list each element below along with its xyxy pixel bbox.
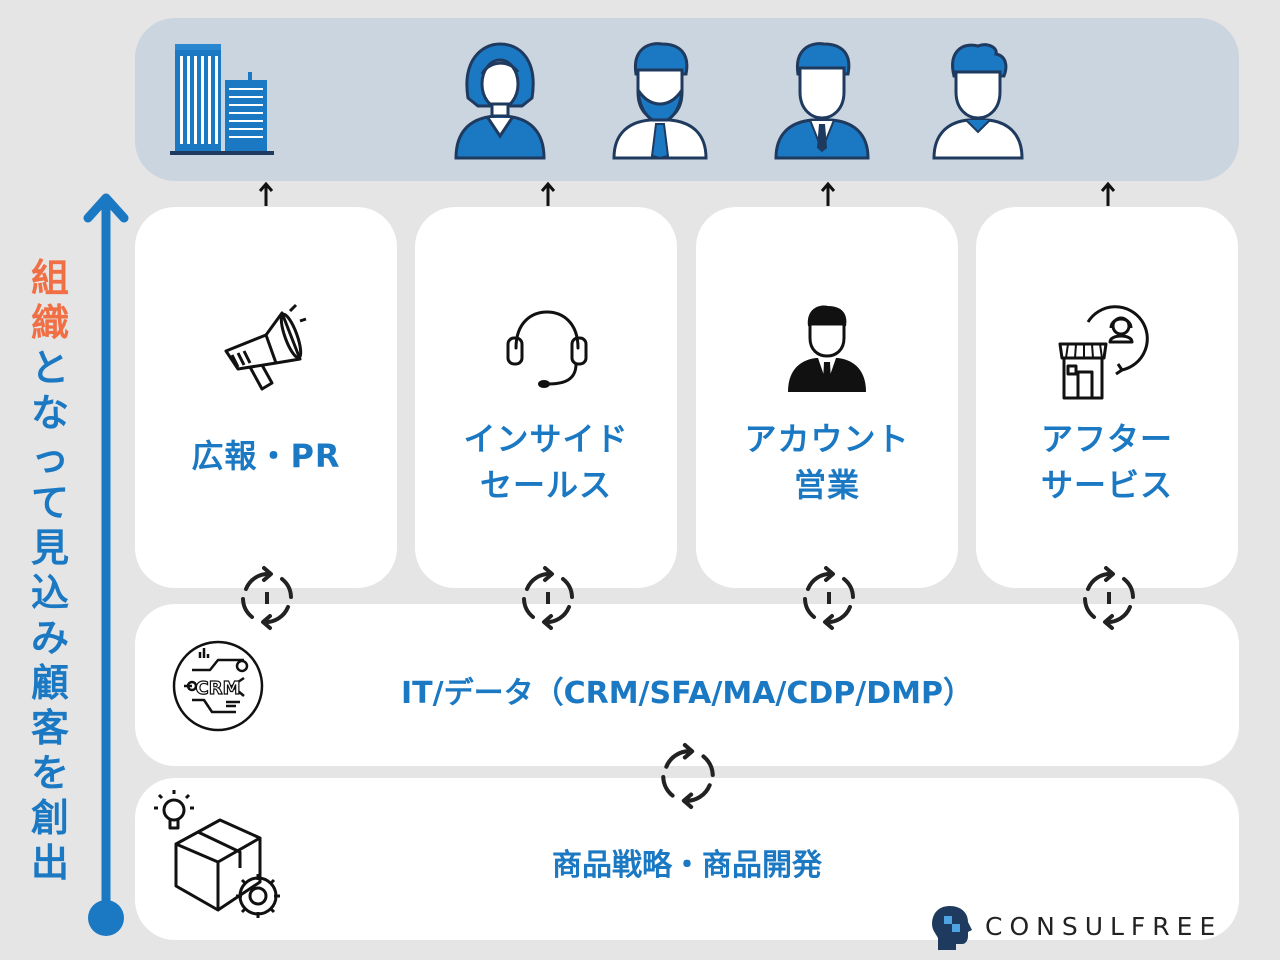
up-arrow-icon (1100, 181, 1116, 206)
headset-icon (506, 310, 588, 388)
up-arrow-icon (540, 181, 556, 206)
function-label-line1: アフター (1040, 420, 1173, 458)
woman-icon (454, 42, 546, 160)
businessman-icon (788, 305, 866, 392)
megaphone-icon (224, 303, 307, 391)
suited-man-icon (774, 42, 870, 160)
it-data-label: IT/データ（CRM/SFA/MA/CDP/DMP） (401, 676, 973, 711)
function-card-after-service: アフター サービス (976, 207, 1238, 588)
building-icon (170, 44, 274, 155)
cycle-icon (661, 743, 715, 809)
function-label: 広報・PR (191, 437, 341, 475)
vertical-axis-arrow (83, 193, 129, 936)
store-support-icon (1058, 305, 1149, 400)
function-card-inside-sales: インサイド セールス (415, 207, 677, 588)
brand-name: CONSULFREE (985, 912, 1223, 941)
function-card-pr: 広報・PR (135, 207, 397, 588)
product-box-icon (154, 790, 280, 918)
it-data-band: IT/データ（CRM/SFA/MA/CDP/DMP） (135, 604, 1239, 766)
function-label-line1: アカウント (744, 420, 910, 458)
cycle-icon (803, 566, 855, 630)
function-label-line2: サービス (1040, 466, 1173, 504)
product-strategy-label: 商品戦略・商品開発 (552, 848, 822, 883)
cycle-icon (1083, 566, 1135, 630)
crm-icon: CRM (172, 640, 264, 732)
vertical-title: 組織 となって見込み顧客を創出 (24, 256, 76, 886)
function-label-line2: セールス (479, 466, 612, 504)
function-label-line2: 営業 (793, 466, 860, 504)
function-card-account-sales: アカウント 営業 (696, 207, 958, 588)
cycle-icon (522, 566, 574, 630)
cycle-icon (241, 566, 293, 630)
function-label-line1: インサイド (463, 420, 629, 458)
young-man-icon (932, 43, 1024, 160)
crm-icon-text: CRM (196, 678, 241, 699)
bearded-man-icon (612, 42, 708, 160)
up-arrow-icon (258, 181, 274, 206)
up-arrow-icon (820, 181, 836, 206)
vertical-title-accent: 組織 (30, 256, 69, 345)
vertical-title-rest: となって見込み顧客を創出 (30, 346, 69, 885)
brand-logo-icon (932, 906, 972, 950)
